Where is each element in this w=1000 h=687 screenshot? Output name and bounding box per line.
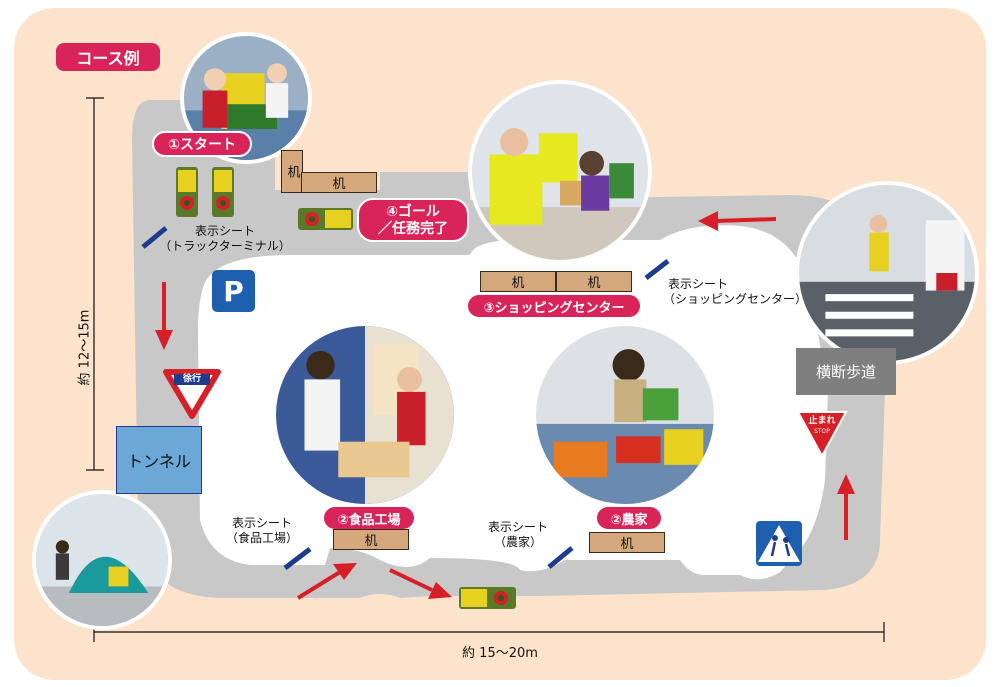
dimension-lines xyxy=(86,97,885,642)
parking-label: P xyxy=(223,274,244,308)
crosswalk-label: 横断歩道 xyxy=(815,363,876,381)
stop-sign-label: 止まれ xyxy=(808,416,836,426)
desk-start-vertical: 机 xyxy=(281,150,303,193)
dimension-height-label: 約 12～15m xyxy=(77,309,93,386)
photo-farm xyxy=(532,322,718,508)
sheet-label-line: （ショッピングセンター） xyxy=(662,292,807,306)
sheet-food xyxy=(283,547,312,570)
sheet-truck-terminal xyxy=(141,226,168,249)
tunnel: トンネル xyxy=(116,426,202,494)
slow-sign-label: 徐行 xyxy=(182,374,201,384)
sheet-farm xyxy=(547,546,574,569)
desk-label: 机 xyxy=(284,165,300,178)
station-shopping-center: ③ショッピングセンター xyxy=(466,293,642,319)
direction-arrow-icon xyxy=(837,474,855,540)
sheet-shopping xyxy=(644,259,670,280)
sheet-label-farm: 表示シート （農家） xyxy=(478,520,558,550)
sheet-label-line: 表示シート xyxy=(668,277,729,291)
desk-label: 机 xyxy=(620,537,634,552)
dimension-width-label: 約 15～20m xyxy=(462,646,538,661)
sheet-label-line: 表示シート xyxy=(194,224,255,238)
stop-sign-sublabel: STOP xyxy=(814,428,830,435)
pedestrian-crossing-icon xyxy=(756,521,802,566)
stop-sign-icon xyxy=(796,411,848,459)
slow-sign-icon xyxy=(163,369,221,419)
direction-arrow-icon xyxy=(155,282,173,350)
station-farm: ②農家 xyxy=(595,505,663,531)
desk-label: 机 xyxy=(332,177,346,192)
sheet-label-shopping: 表示シート （ショッピングセンター） xyxy=(660,277,810,307)
station-food-factory: ②食品工場 xyxy=(322,505,416,531)
goal-label-1: ④ゴール xyxy=(386,204,440,220)
photo-crosswalk xyxy=(795,181,979,365)
crosswalk-area: 横断歩道 xyxy=(796,348,896,395)
desk-label: 机 xyxy=(364,534,378,549)
direction-arrows xyxy=(155,211,855,600)
station-goal: ④ゴール ／任務完了 xyxy=(357,198,469,242)
tractor-icon xyxy=(176,167,198,217)
page-title: コース例 xyxy=(56,43,160,71)
station-start: ①スタート xyxy=(152,131,252,157)
desk-farm: 机 xyxy=(589,532,665,553)
direction-arrow-icon xyxy=(389,568,452,599)
tractor-icon xyxy=(298,208,353,230)
tractor-icon xyxy=(212,167,234,217)
photo-food-factory xyxy=(272,322,458,508)
sheet-label-line: （食品工場） xyxy=(225,531,298,545)
sheet-label-truck-terminal: 表示シート （トラックターミナル） xyxy=(150,224,300,254)
sheet-label-line: 表示シート xyxy=(487,520,548,534)
desk-label: 机 xyxy=(587,276,601,291)
photo-shopping xyxy=(468,80,652,264)
tractor-icon xyxy=(459,587,516,609)
photo-tunnel xyxy=(32,490,172,630)
sheet-label-line: （トラックターミナル） xyxy=(159,239,291,253)
tunnel-label: トンネル xyxy=(127,452,191,471)
sheet-label-line: 表示シート xyxy=(231,516,292,530)
desk-food-factory: 机 xyxy=(333,529,409,550)
desk-shopping-a: 机 xyxy=(480,271,556,292)
desk-shopping-b: 机 xyxy=(556,271,632,292)
direction-arrow-icon xyxy=(698,211,777,231)
desk-start-horizontal: 机 xyxy=(301,172,377,193)
parking-sign-icon: P xyxy=(212,270,255,312)
sheet-markers xyxy=(141,226,670,570)
direction-arrow-icon xyxy=(296,563,357,600)
desk-label: 机 xyxy=(511,276,525,291)
goal-label-2: ／任務完了 xyxy=(378,221,448,237)
sheet-label-line: （農家） xyxy=(493,535,542,549)
sheet-label-food: 表示シート （食品工場） xyxy=(222,516,302,546)
